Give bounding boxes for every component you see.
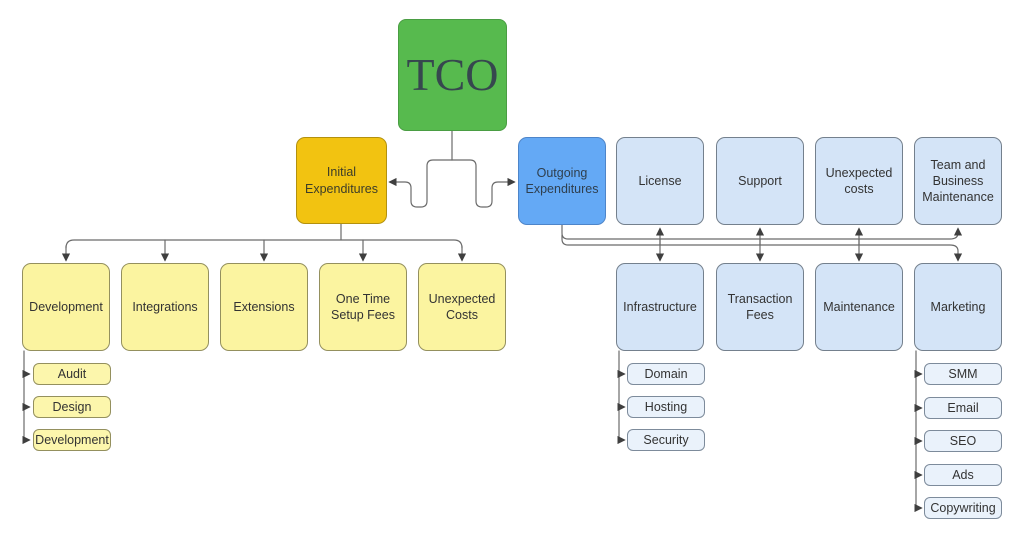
support-node: Support xyxy=(716,137,804,225)
security-leaf: Security xyxy=(627,429,705,451)
extensions-node: Extensions xyxy=(220,263,308,351)
ads-leaf: Ads xyxy=(924,464,1002,486)
smm-leaf: SMM xyxy=(924,363,1002,385)
license-node: License xyxy=(616,137,704,225)
audit-leaf: Audit xyxy=(33,363,111,385)
copywriting-leaf: Copywriting xyxy=(924,497,1002,519)
integrations-node: Integrations xyxy=(121,263,209,351)
one-time-setup-fees-node: One Time Setup Fees xyxy=(319,263,407,351)
development-leaf: Development xyxy=(33,429,111,451)
edges-marketing-children xyxy=(914,350,923,513)
unexpected-costs-initial-node: Unexpected Costs xyxy=(418,263,506,351)
edges-outgoing-rows xyxy=(561,224,963,262)
edges-initial-children xyxy=(61,223,467,262)
tco-node: TCO xyxy=(398,19,507,131)
marketing-node: Marketing xyxy=(914,263,1002,351)
seo-leaf: SEO xyxy=(924,430,1002,452)
unexpected-costs-outgoing-node: Unexpected costs xyxy=(815,137,903,225)
initial-expenditures-node: Initial Expenditures xyxy=(296,137,387,224)
domain-leaf: Domain xyxy=(627,363,705,385)
maintenance-node: Maintenance xyxy=(815,263,903,351)
edges-infrastructure-children xyxy=(617,350,626,445)
team-business-maintenance-node: Team and Business Maintenance xyxy=(914,137,1002,225)
hosting-leaf: Hosting xyxy=(627,396,705,418)
development-node: Development xyxy=(22,263,110,351)
edge-tco-outgoing xyxy=(451,159,516,208)
email-leaf: Email xyxy=(924,397,1002,419)
transaction-fees-node: Transaction Fees xyxy=(716,263,804,351)
edge-tco-initial xyxy=(388,159,453,208)
edges-development-children xyxy=(22,350,31,445)
outgoing-expenditures-node: Outgoing Expenditures xyxy=(518,137,606,225)
design-leaf: Design xyxy=(33,396,111,418)
infrastructure-node: Infrastructure xyxy=(616,263,704,351)
